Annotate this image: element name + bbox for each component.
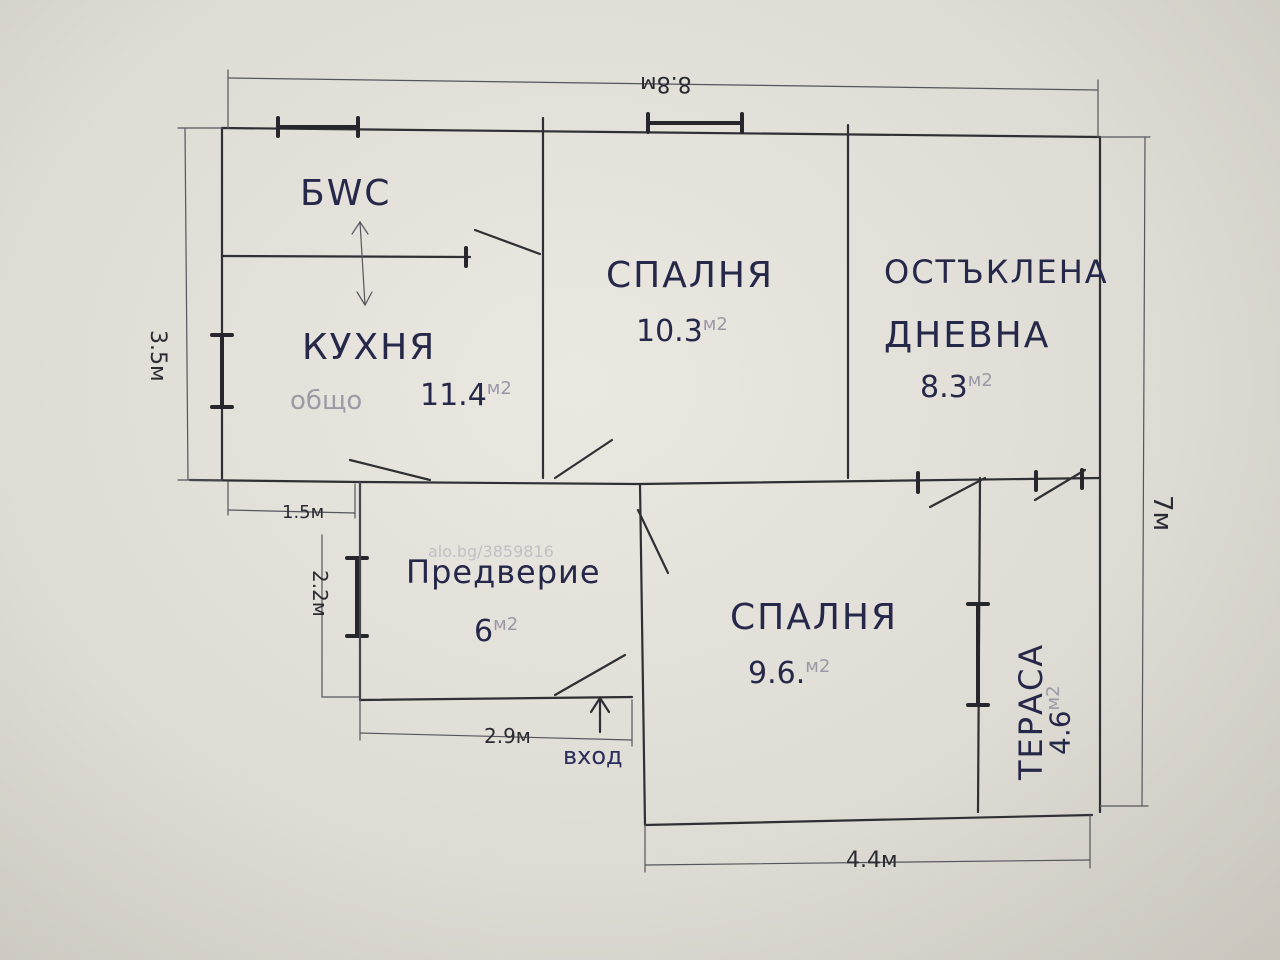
room-label-bedroom-2: СПАЛНЯ [730, 597, 898, 638]
dim-hall-bottom: 2.9м [484, 724, 531, 748]
terrace-area: 4.6м2 [1043, 685, 1077, 755]
bedroom-1-area: 10.3м2 [636, 314, 728, 349]
double-arrow [351, 220, 373, 307]
room-label-living-2: ДНЕВНА [884, 315, 1051, 356]
hall-area: 6м2 [474, 614, 519, 649]
bedroom-2-area: 9.6.м2 [748, 656, 831, 691]
room-label-hall: Предверие [406, 553, 601, 591]
outer-walls [188, 126, 1102, 827]
windows [210, 112, 1084, 707]
doors [348, 228, 1087, 697]
living-area: 8.3м2 [920, 370, 993, 405]
kitchen-note: общо [290, 386, 363, 416]
entry-arrow [589, 696, 611, 734]
dim-left: 3.5м [145, 330, 170, 382]
dimension-lines [177, 69, 1151, 873]
dim-offset: 1.5м [282, 502, 325, 523]
dim-top: 8.8м [640, 71, 692, 96]
watermark: alo.bg/3859816 [428, 542, 554, 561]
dim-bottom: 4.4м [846, 848, 898, 873]
room-label-bedroom-1: СПАЛНЯ [606, 255, 774, 296]
entry-label: вход [563, 742, 623, 770]
dim-hall-left: 2.2м [308, 570, 332, 617]
room-label-kitchen: КУХНЯ [302, 327, 437, 368]
dim-right: 7м [1147, 495, 1177, 532]
kitchen-area: 11.4м2 [420, 378, 512, 413]
room-label-bwc: БWC [300, 173, 392, 214]
room-label-living-1: ОСТЪКЛЕНА [884, 253, 1109, 291]
